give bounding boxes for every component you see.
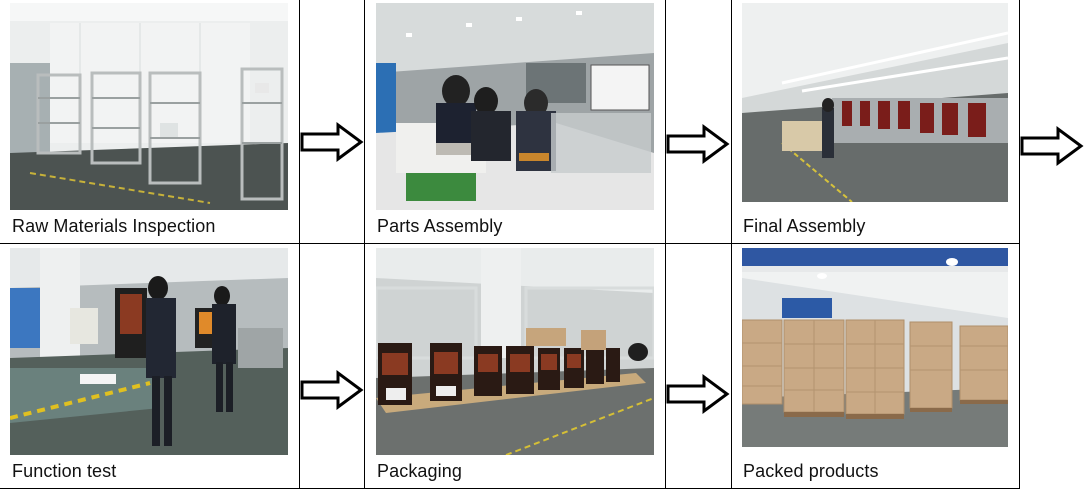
right-arrow-icon xyxy=(300,370,364,410)
parts-assembly-photo xyxy=(376,3,654,210)
raw-materials-photo xyxy=(10,3,288,210)
grid-line xyxy=(0,243,1020,244)
packaging-photo xyxy=(376,248,654,455)
right-arrow-icon xyxy=(666,374,730,414)
step-caption: Packaging xyxy=(377,461,462,481)
grid-line xyxy=(665,0,666,489)
step-caption: Function test xyxy=(12,461,117,481)
step-caption: Parts Assembly xyxy=(377,216,503,236)
grid-line xyxy=(364,0,365,489)
right-arrow-icon xyxy=(300,122,364,162)
right-arrow-icon xyxy=(1020,126,1084,166)
packed-products-photo xyxy=(742,248,1008,447)
function-test-photo xyxy=(10,248,288,455)
grid-line xyxy=(1019,0,1020,489)
right-arrow-icon xyxy=(666,124,730,164)
grid-line xyxy=(299,0,300,489)
grid-line xyxy=(731,0,732,489)
step-caption: Final Assembly xyxy=(743,216,866,236)
step-caption: Packed products xyxy=(743,461,879,481)
step-caption: Raw Materials Inspection xyxy=(12,216,216,236)
final-assembly-photo xyxy=(742,3,1008,202)
